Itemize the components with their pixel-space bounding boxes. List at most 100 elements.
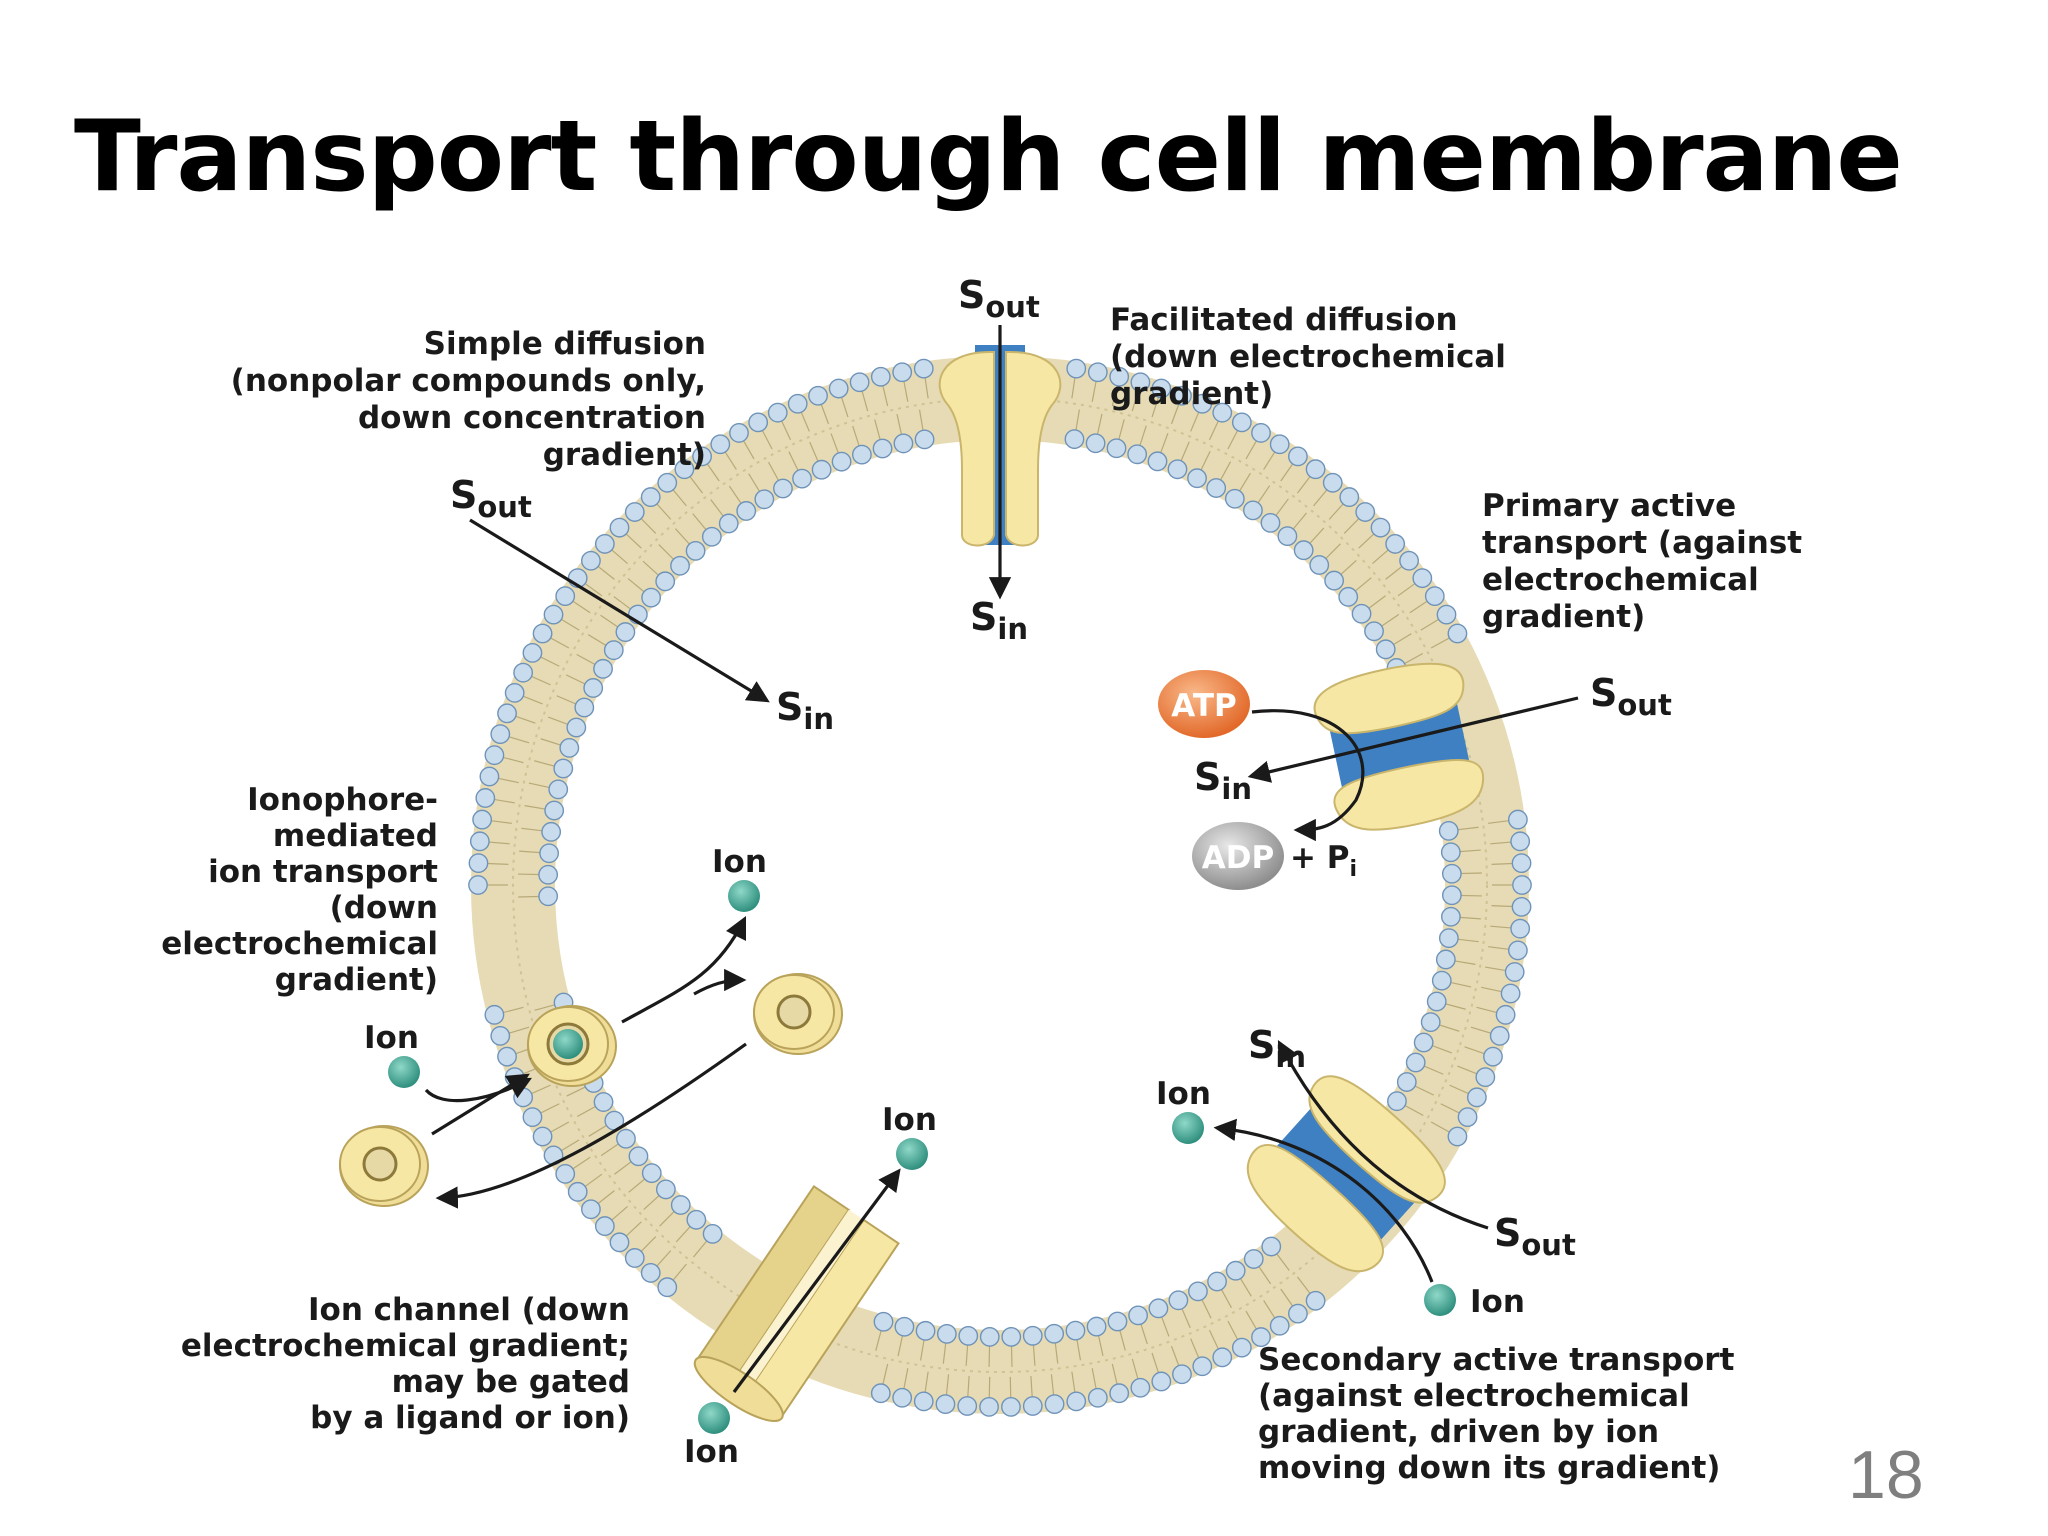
lipid-head (566, 717, 587, 738)
label-simple-diffusion: Simple diffusion(nonpolar compounds only… (231, 326, 706, 473)
lipid-head (479, 766, 500, 787)
lipid-head (1396, 1072, 1417, 1092)
lipid-head (1466, 1087, 1487, 1108)
lipid-head (1370, 517, 1391, 538)
lipid-head (958, 1325, 979, 1346)
phosphate-label: + Pi (1290, 840, 1357, 882)
adp-label: ADP (1202, 840, 1274, 876)
lipid-head (1500, 983, 1521, 1004)
lipid-head (513, 1087, 534, 1108)
lipid-head (583, 678, 604, 698)
lipid-head (1507, 940, 1528, 961)
lipid-head (1351, 603, 1372, 624)
lipid-head (640, 487, 661, 507)
lipid-head (1507, 809, 1528, 830)
lipid-head (935, 1394, 956, 1415)
lipid-head (957, 1396, 978, 1416)
transport-arrows (424, 325, 1579, 1393)
lipid-head (1322, 472, 1343, 493)
lipid-head (979, 1326, 1000, 1347)
lipid-head (581, 550, 601, 571)
lipid-head (1387, 1091, 1407, 1112)
lipid-head (1424, 586, 1445, 607)
lipid-head (1447, 1126, 1468, 1147)
lipid-head (1001, 1326, 1022, 1347)
lipid-head (1495, 1004, 1516, 1025)
lipid-head (603, 640, 624, 661)
lipid-head (811, 459, 832, 480)
lipid-head (581, 1199, 601, 1220)
ion-label-secondary-inside: Ion (1156, 1076, 1211, 1112)
lipid-head (1231, 1337, 1252, 1358)
lipid-head (1338, 586, 1359, 607)
lipid-head (1305, 1290, 1326, 1311)
lipid-head (831, 451, 852, 472)
lipid-head (513, 662, 534, 683)
lipid-head (1130, 372, 1151, 393)
lipid-head (1187, 468, 1207, 489)
lipid-head (624, 1248, 645, 1268)
lipid-head (593, 658, 613, 679)
lipid-head (1066, 1391, 1087, 1412)
lipid-head (544, 800, 565, 821)
lipid-head (828, 378, 849, 399)
lipid-head (773, 478, 793, 499)
lipid-head (1147, 451, 1168, 472)
lipid-head (1086, 1316, 1107, 1337)
primary-active-arrow (1247, 696, 1579, 783)
lipid-head (1364, 621, 1384, 642)
lipid-head (692, 446, 712, 467)
lipid-head (538, 864, 559, 885)
ionophore-outside (339, 1125, 429, 1207)
lipid-head (873, 1311, 894, 1332)
lipid-head (1269, 434, 1290, 455)
lipid-head (913, 358, 934, 379)
lipid-head (640, 1263, 661, 1283)
lipid-head (1087, 362, 1108, 383)
lipid-head (655, 571, 676, 592)
lipid-head (532, 623, 553, 644)
lipid-head (1483, 1046, 1503, 1067)
lipid-head (808, 385, 828, 406)
lipid-head (1212, 1347, 1233, 1368)
lipid-head (1441, 863, 1462, 884)
inner-lipid-heads (538, 429, 1462, 1347)
lipid-head (490, 724, 511, 745)
ion-channel-outside (698, 1402, 730, 1434)
s-out-primary: Sout (1590, 671, 1672, 722)
atp-label: ATP (1171, 688, 1236, 724)
lipid-head (609, 517, 630, 538)
lipid-head (1207, 1271, 1227, 1292)
secondary-ion-arrow (1213, 1118, 1434, 1283)
lipid-head (767, 402, 788, 423)
lipid-head (1022, 1396, 1043, 1416)
lipid-head (1127, 444, 1148, 465)
lipid-head (914, 429, 935, 450)
lipid-head (522, 643, 543, 663)
lipid-head (624, 502, 645, 522)
lipid-head (1420, 1012, 1441, 1033)
lipid-head (892, 362, 913, 383)
lipid-head (872, 438, 893, 459)
lipid-head (1022, 1325, 1043, 1346)
lipid-head (543, 604, 564, 625)
ion-secondary-outside (1424, 1284, 1456, 1316)
lipid-head (1475, 1067, 1496, 1088)
lipid-head (1243, 1249, 1264, 1269)
lipid-head (1065, 1320, 1086, 1341)
lipid-head (484, 1004, 505, 1025)
lipid-head (468, 853, 489, 874)
lipid-head (729, 423, 749, 443)
ionophore-return-arrow (435, 1042, 747, 1209)
ionophore-cross-in-arrow (431, 1073, 530, 1136)
atp-hydrolysis-arrow (1251, 709, 1365, 842)
lipid-head (1168, 1290, 1189, 1311)
lipid-head (1309, 555, 1330, 575)
lipid-head (594, 1216, 615, 1236)
lipid-head (641, 1163, 662, 1184)
ion-bound-in-ionophore (553, 1029, 583, 1059)
lipid-head (522, 1107, 543, 1127)
lipid-head (1001, 1396, 1021, 1417)
lipid-head (892, 1387, 913, 1408)
lipid-head (718, 513, 739, 534)
